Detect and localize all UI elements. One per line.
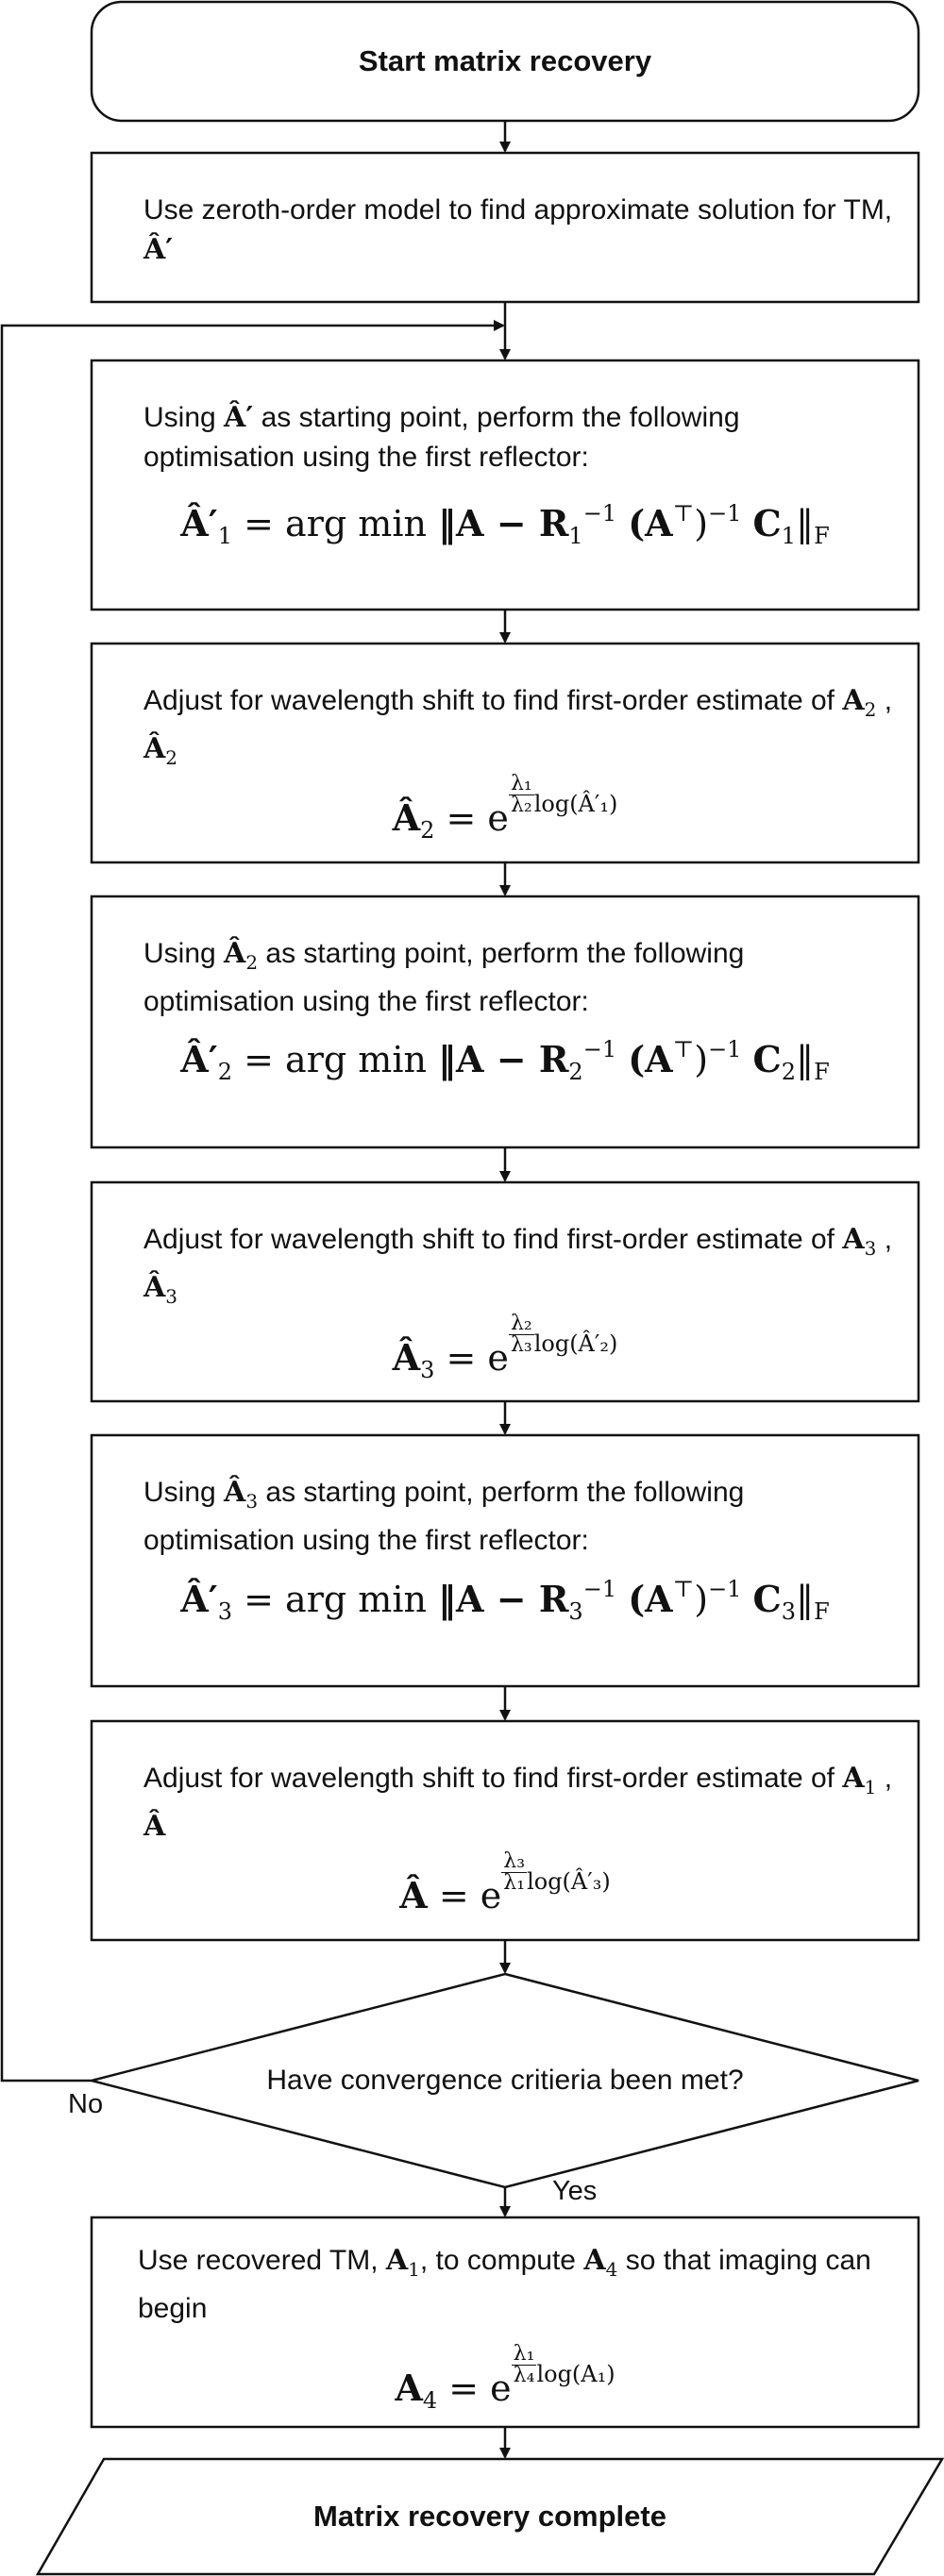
step1-text: Using Â′ as starting point, perform the … [143,401,740,473]
step6-text: Adjust for wavelength shift to find firs… [143,1762,893,1843]
decision-label: Have convergence critieria been met? [266,2065,744,2096]
step1-equation: Â′1 = arg min ‖A − R1−1 (A⊤)−1 C1‖F [180,500,830,549]
step4-text: Adjust for wavelength shift to find firs… [143,1223,893,1308]
step7-text: Use recovered TM, A1, to compute A4 so t… [138,2244,871,2324]
step3-text: Using Â2 as starting point, perform the … [143,937,745,1017]
step0-symbol: Â′ [143,233,174,266]
step5-equation: Â′3 = arg min ‖A − R3−1 (A⊤)−1 C3‖F [180,1576,830,1625]
step3-equation: Â′2 = arg min ‖A − R2−1 (A⊤)−1 C2‖F [180,1036,830,1085]
step5-text: Using Â3 as starting point, perform the … [143,1476,745,1556]
step0-text: Use zeroth-order model to find approxima… [143,194,893,266]
loop-back-arrow [0,320,505,2083]
end-label: Matrix recovery complete [313,2500,666,2533]
end-node [35,2457,944,2576]
start-label: Start matrix recovery [358,44,652,77]
no-label: No [68,2089,104,2119]
yes-label: Yes [552,2176,598,2206]
step2-text: Adjust for wavelength shift to find firs… [143,684,893,769]
